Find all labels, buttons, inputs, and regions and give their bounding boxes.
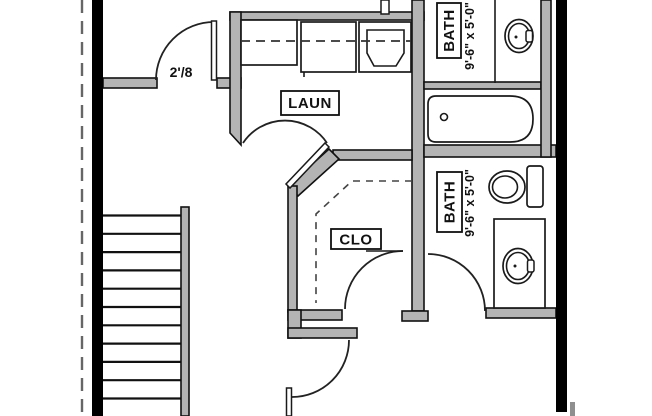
central-wall-foot	[401, 310, 429, 322]
hall-south-wall	[287, 327, 358, 339]
interior-walls	[102, 0, 557, 339]
door-arc-entry	[155, 21, 215, 81]
stair-treads	[103, 214, 181, 400]
closet-west-wall	[287, 185, 298, 313]
faucet-upper	[525, 29, 534, 43]
closet-rod-dashed-line	[315, 180, 412, 303]
tub-room-south-wall	[423, 144, 557, 158]
drain-dot-upper	[514, 35, 518, 39]
laundry-tub-basin	[366, 29, 405, 67]
door-arc-bath-lower	[427, 253, 486, 312]
laundry-opening-jamb	[380, 0, 390, 15]
tub-room-fixtures	[427, 95, 534, 143]
bath-lower-south-wall	[485, 307, 557, 319]
door-leaf-entry	[210, 20, 218, 81]
washer	[300, 21, 357, 73]
tub-drain	[439, 112, 449, 122]
bath-lower-label-box	[436, 171, 463, 233]
door-leaf-laundry	[284, 141, 331, 190]
bath-upper-label-box	[436, 2, 462, 59]
bath-lower-dimension: 9'-6" x 5'-0"	[463, 169, 477, 237]
east-exterior-wall	[556, 0, 567, 412]
drain-dot-lower	[513, 264, 517, 268]
laundry-counter	[240, 19, 298, 66]
laundry-west-wall	[229, 11, 242, 148]
bath-upper-label: BATH	[441, 9, 458, 52]
laundry-label: LAUN	[288, 95, 332, 112]
laundry-south-wall	[332, 149, 413, 161]
bath-upper-south-wall	[423, 81, 542, 90]
closet-label: CLO	[339, 232, 372, 249]
laundry-north-wall	[229, 11, 425, 21]
door-arc-laundry	[242, 119, 328, 144]
laundry-label-box	[280, 90, 340, 116]
toilet-tank	[526, 165, 544, 208]
west-exterior-wall	[92, 0, 103, 416]
bath-lower-label: BATH	[442, 181, 459, 224]
central-vertical-wall	[411, 0, 425, 312]
bathtub	[427, 95, 534, 143]
staircase	[103, 206, 190, 416]
toilet-bowl	[488, 170, 526, 204]
door-leaf-hall	[285, 387, 293, 416]
stair-side-wall	[180, 206, 190, 416]
bath-east-wall	[540, 0, 552, 158]
closet-label-box	[330, 228, 382, 250]
room-labels: LAUN CLO BATH 9'-6" x 5'-0" BATH 9'-6" x…	[170, 2, 477, 250]
doors	[155, 20, 486, 416]
door-arc-closet	[344, 250, 404, 310]
exterior-walls	[92, 0, 575, 416]
bath-upper-dimension: 9'-6" x 5'-0"	[463, 2, 477, 70]
laundry-fixtures	[240, 0, 412, 77]
bath-upper-fixtures	[494, 0, 534, 83]
door-arc-hall	[291, 339, 350, 398]
entry-door-left-stub	[102, 77, 158, 89]
toilet-bowl-inner	[491, 175, 519, 199]
bath-lower-fixtures	[488, 165, 546, 309]
door-size-label: 2'/8	[170, 64, 193, 80]
wall-stub-tick	[570, 402, 575, 416]
faucet-lower	[526, 259, 535, 273]
